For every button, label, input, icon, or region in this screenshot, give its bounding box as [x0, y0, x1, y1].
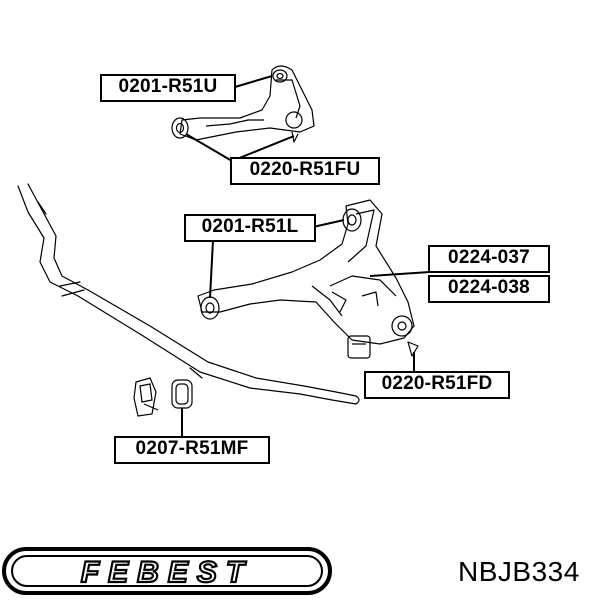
stabilizer-bushing-drawing [133, 377, 193, 417]
label-lower-ball-joint: 0220-R51FD [364, 371, 510, 399]
lower-arm-drawing [197, 199, 419, 359]
label-upper-arm: 0201-R51U [100, 74, 236, 102]
product-part-number: NBJB334 [458, 556, 580, 587]
leader-lines [181, 75, 431, 437]
label-lower-arm: 0201-R51L [184, 214, 316, 242]
upper-arm-drawing [171, 65, 315, 143]
label-lower-bushing-a: 0224-037 [428, 245, 550, 273]
febest-logo: FEBEST [2, 547, 332, 595]
leader-upper-ball-joint [185, 133, 233, 162]
leader-lower-bushing [369, 271, 431, 277]
leader-lower-arm-bottom [209, 239, 214, 299]
label-stabilizer-bushing: 0207-R51MF [114, 436, 270, 464]
leader-lower-arm-top [312, 219, 345, 228]
leader-upper-arm [234, 75, 273, 88]
logo-text: FEBEST [81, 556, 253, 589]
leader-upper-ball-joint-2 [231, 135, 295, 162]
label-upper-ball-joint: 0220-R51FU [230, 157, 380, 185]
stabilizer-bar [17, 183, 360, 405]
label-lower-bushing-b: 0224-038 [428, 275, 550, 303]
